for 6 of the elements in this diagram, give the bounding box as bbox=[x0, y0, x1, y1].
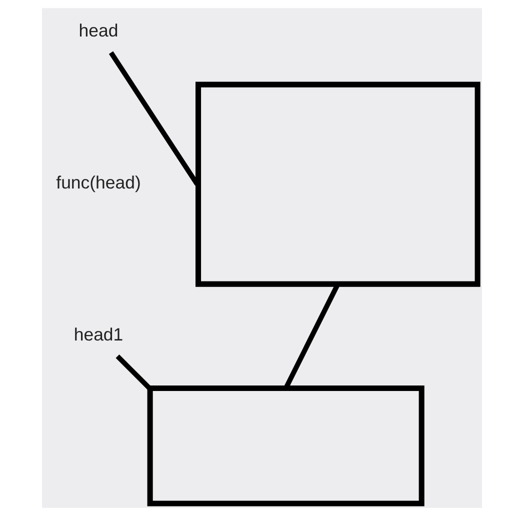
node-box bbox=[147, 385, 424, 506]
node-text: head bbox=[78, 20, 118, 41]
connector bbox=[116, 354, 152, 390]
node-box bbox=[196, 82, 480, 287]
label: func(head) bbox=[56, 172, 141, 193]
node-text: head1 bbox=[74, 324, 124, 344]
